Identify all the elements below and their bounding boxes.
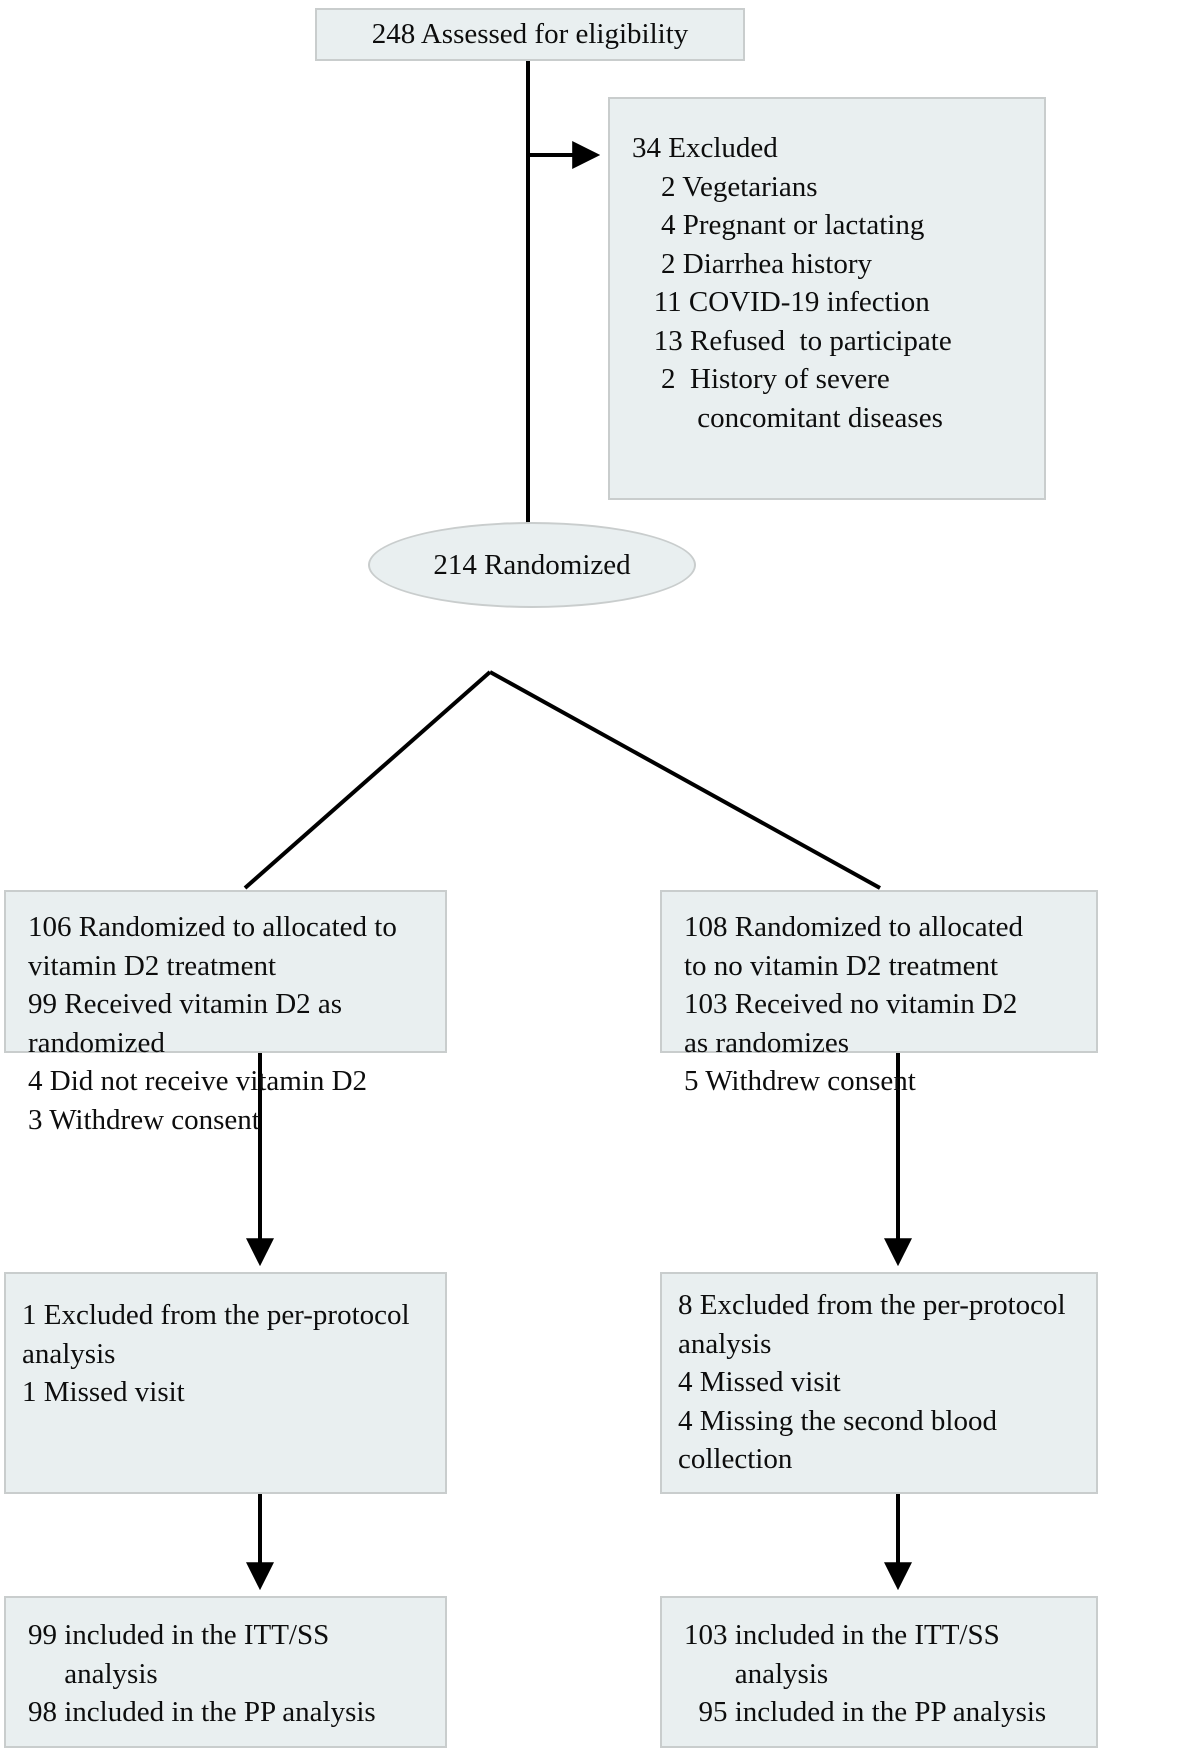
node-left-allocation: 106 Randomized to allocated to vitamin D…: [4, 890, 447, 1136]
node-assessed-label: 248 Assessed for eligibility: [371, 18, 689, 51]
node-right-per-protocol-exclusion: 8 Excluded from the per-protocol analysi…: [660, 1272, 1098, 1494]
node-right-allocation-label: 108 Randomized to allocated to no vitami…: [684, 911, 1024, 1098]
node-right-analysis: 103 included in the ITT/SS analysis 95 i…: [660, 1596, 1098, 1748]
node-right-allocation: 108 Randomized to allocated to no vitami…: [660, 890, 1098, 1097]
node-right-analysis-label: 103 included in the ITT/SS analysis 95 i…: [684, 1619, 1047, 1729]
node-excluded: 34 Excluded 2 Vegetarians 4 Pregnant or …: [608, 97, 1046, 500]
node-left-analysis-label: 99 included in the ITT/SS analysis 98 in…: [28, 1619, 376, 1729]
node-left-per-protocol-label: 1 Excluded from the per-protocol analysi…: [22, 1299, 410, 1409]
edge-randomized-to-left-alloc: [243, 670, 492, 890]
node-right-per-protocol-label: 8 Excluded from the per-protocol analysi…: [678, 1289, 1066, 1476]
node-excluded-label: 34 Excluded 2 Vegetarians 4 Pregnant or …: [632, 132, 952, 434]
edge-randomized-to-right-alloc: [489, 670, 881, 890]
node-randomized: 214 Randomized: [368, 522, 696, 608]
node-left-allocation-label: 106 Randomized to allocated to vitamin D…: [28, 911, 397, 1136]
node-assessed-for-eligibility: 248 Assessed for eligibility: [315, 8, 745, 61]
node-left-per-protocol-exclusion: 1 Excluded from the per-protocol analysi…: [4, 1272, 447, 1494]
node-left-analysis: 99 included in the ITT/SS analysis 98 in…: [4, 1596, 447, 1748]
node-randomized-label: 214 Randomized: [433, 548, 631, 581]
